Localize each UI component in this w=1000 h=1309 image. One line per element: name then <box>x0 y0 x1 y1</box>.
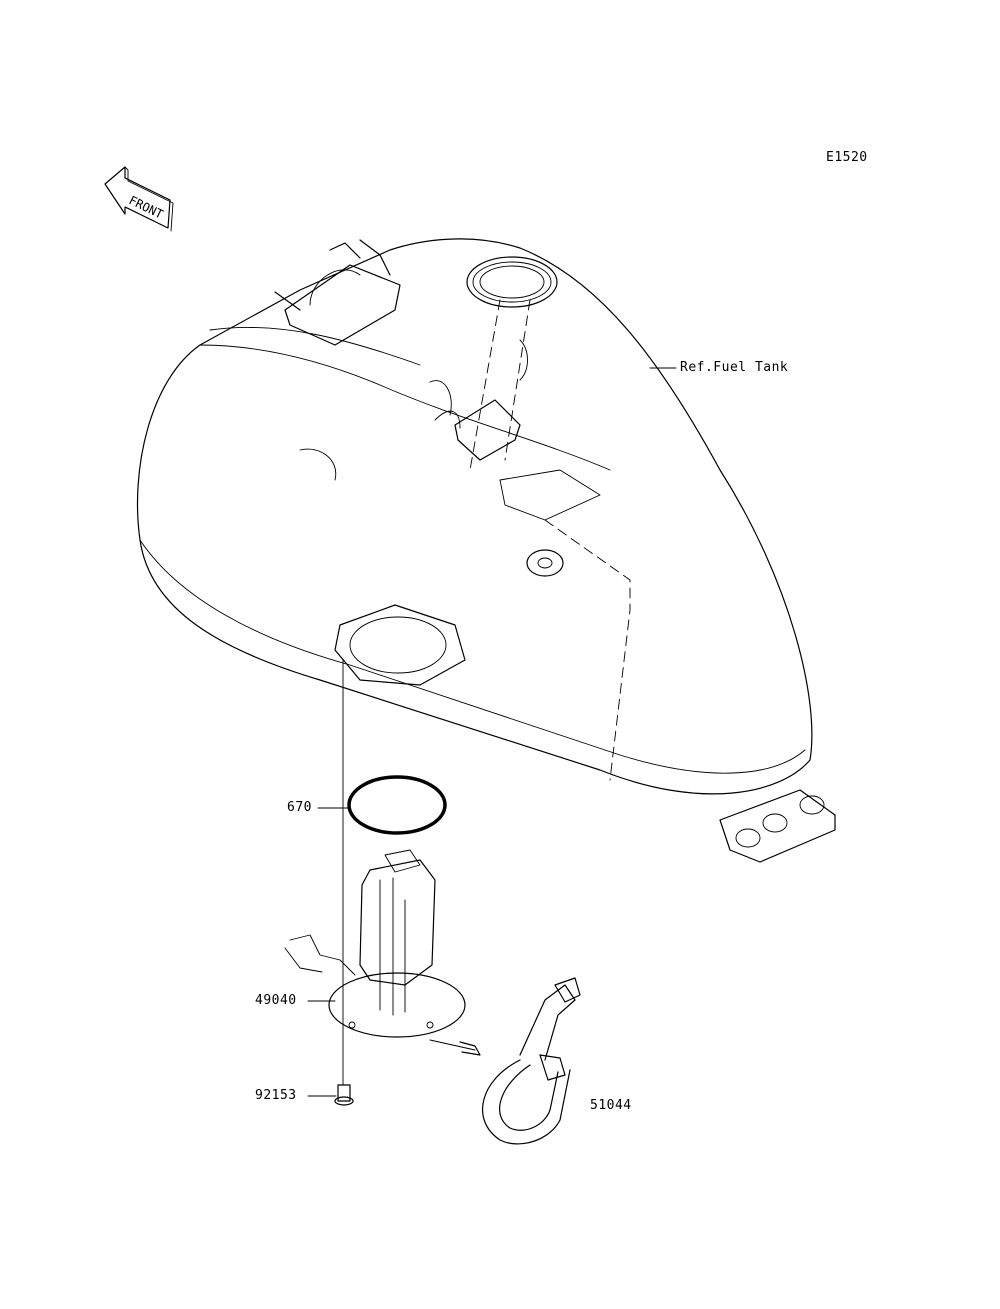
fuel-pump-assembly <box>284 849 476 1051</box>
label-hose: 51044 <box>590 1098 632 1113</box>
gasket-o-ring <box>317 775 447 835</box>
label-bolt: 92153 <box>255 1088 297 1103</box>
front-arrow-icon: FRONT <box>104 166 174 232</box>
label-fuel-pump: 49040 <box>255 993 297 1008</box>
diagram-code: E1520 <box>826 150 868 165</box>
label-gasket: 670 <box>287 800 312 815</box>
fuel-hose <box>459 977 581 1145</box>
fuel-tank <box>137 238 836 863</box>
bolt <box>307 1084 354 1106</box>
label-fuel-tank-ref: Ref.Fuel Tank <box>680 360 789 375</box>
